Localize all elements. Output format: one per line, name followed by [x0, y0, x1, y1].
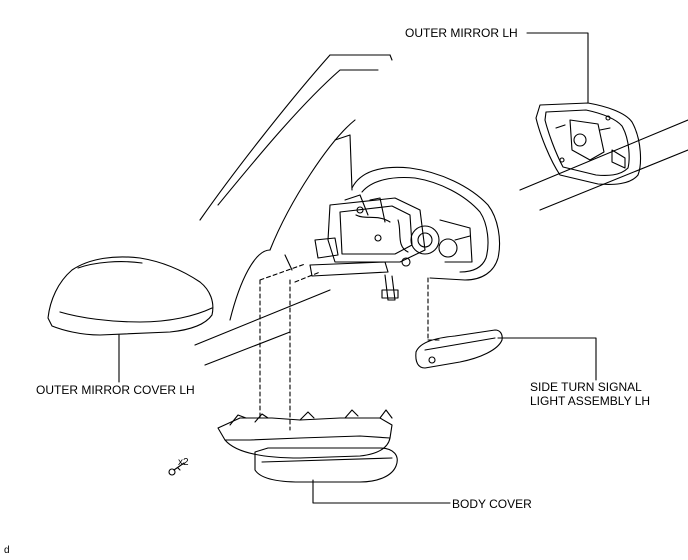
label-outer-mirror: OUTER MIRROR LH	[405, 26, 518, 40]
label-side-turn-signal: SIDE TURN SIGNAL LIGHT ASSEMBLY LH	[530, 380, 650, 408]
outer-mirror-cover	[47, 256, 214, 336]
leader-lines	[118, 32, 597, 504]
label-outer-mirror-cover: OUTER MIRROR COVER LH	[36, 383, 195, 397]
label-side-turn-line2: LIGHT ASSEMBLY LH	[530, 394, 651, 408]
body-cover-bracket	[217, 409, 393, 459]
label-side-turn-line1: SIDE TURN SIGNAL	[530, 380, 642, 394]
label-screw-quantity: x2	[178, 457, 189, 468]
vehicle-door-outline	[194, 54, 688, 366]
mirror-housing-assembly	[309, 166, 501, 301]
side-turn-signal-light	[415, 329, 503, 369]
body-cover-lower	[254, 447, 398, 483]
alignment-lines	[259, 263, 441, 431]
label-corner-code: d	[4, 545, 10, 556]
label-body-cover: BODY COVER	[452, 497, 532, 511]
screw	[168, 462, 185, 476]
outer-mirror-glass	[535, 102, 642, 185]
